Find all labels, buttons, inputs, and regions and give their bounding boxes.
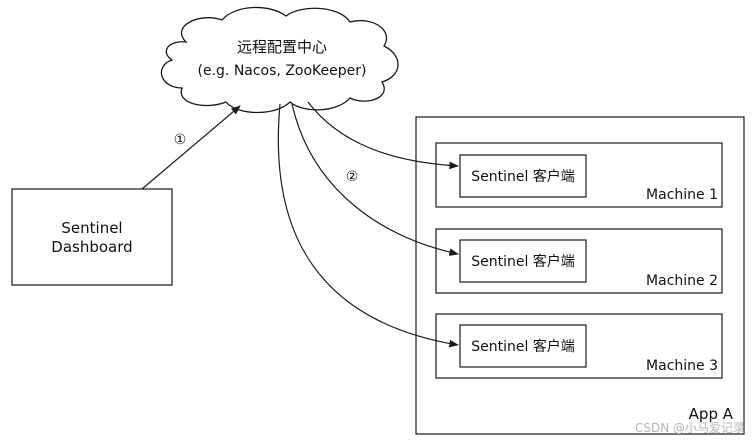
config-center-title: 远程配置中心 xyxy=(237,38,327,56)
app-label: App A xyxy=(689,405,734,423)
sentinel-client-1-label: Sentinel 客户端 xyxy=(471,168,575,185)
sentinel-client-3-box xyxy=(459,324,587,368)
step-1-label: ① xyxy=(174,132,187,148)
push-to-client-1-arrow xyxy=(307,101,459,170)
machine-2-label: Machine 2 xyxy=(646,273,718,289)
machine-3: Sentinel 客户端 Machine 3 xyxy=(435,313,723,379)
push-rules-arrow xyxy=(141,105,241,190)
watermark: CSDN @小马爱记录 xyxy=(635,421,745,435)
cloud-shape xyxy=(160,6,399,114)
sentinel-client-3-label: Sentinel 客户端 xyxy=(471,338,575,355)
machine-3-label: Machine 3 xyxy=(646,358,718,374)
sentinel-client-2-label: Sentinel 客户端 xyxy=(471,253,575,270)
step-2-label: ② xyxy=(346,169,359,185)
dashboard-label-line2: Dashboard xyxy=(51,238,132,256)
app-box xyxy=(415,116,745,435)
sentinel-dashboard-node: Sentinel Dashboard xyxy=(11,188,173,286)
config-center-cloud: 远程配置中心 (e.g. Nacos, ZooKeeper) xyxy=(160,6,399,114)
push-to-client-2-arrow xyxy=(291,103,459,256)
dashboard-box xyxy=(11,188,173,286)
machine-1-label: Machine 1 xyxy=(646,187,718,203)
push-to-client-3-arrow xyxy=(277,103,459,348)
dashboard-label-line1: Sentinel xyxy=(61,219,122,237)
sentinel-client-2-box xyxy=(459,239,587,283)
machine-1: Sentinel 客户端 Machine 1 xyxy=(435,142,723,208)
config-center-subtitle: (e.g. Nacos, ZooKeeper) xyxy=(198,63,367,79)
sentinel-client-1-box xyxy=(459,154,587,198)
app-container: App A xyxy=(415,116,745,435)
machine-2: Sentinel 客户端 Machine 2 xyxy=(435,228,723,294)
